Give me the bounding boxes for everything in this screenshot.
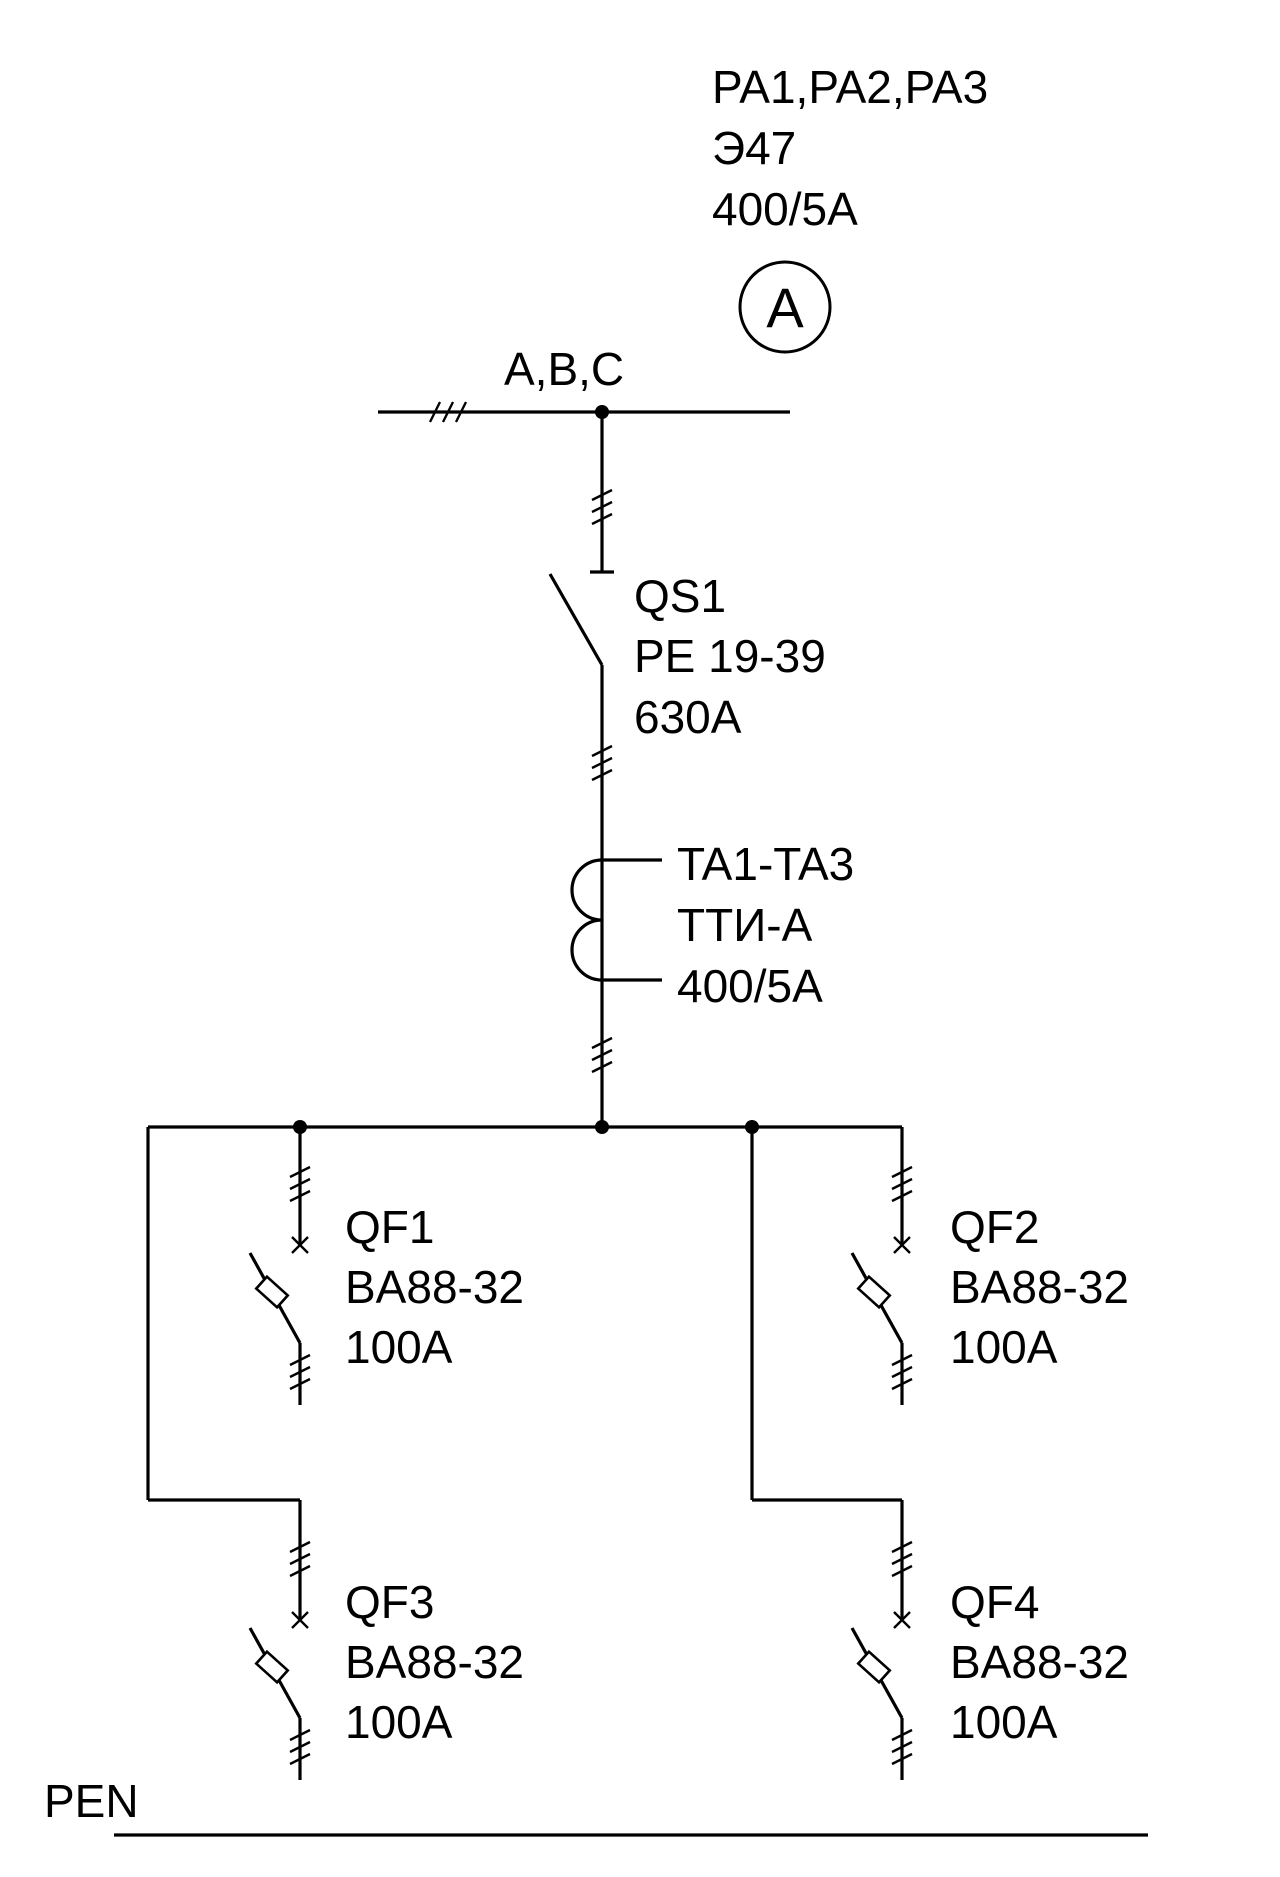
- junction-dot-main: [595, 1120, 609, 1134]
- ct-coil-lower-icon: [570, 918, 603, 982]
- breaker-rating: 100A: [950, 1321, 1058, 1373]
- breaker-upper-ticks-icon: [891, 1540, 913, 1578]
- main-feeder: [548, 412, 662, 1127]
- breaker-release-icon: [856, 1649, 892, 1685]
- ammeter-type: Э47: [712, 122, 796, 174]
- disconnector-blade-icon: [548, 573, 604, 666]
- breaker-rating: 100A: [950, 1696, 1058, 1748]
- breaker-upper-ticks-icon: [891, 1165, 913, 1203]
- ct-type: ТТИ-А: [677, 899, 813, 951]
- ammeter: PA1,PA2,PA3 Э47 400/5A A: [712, 61, 988, 354]
- ct-coil-upper-icon: [570, 858, 603, 922]
- disconnector-type: PE 19-39: [634, 630, 826, 682]
- ammeter-icon: [738, 260, 832, 354]
- bus-phases-label: A,B,C: [504, 343, 624, 395]
- breaker-lower-ticks-icon: [891, 1353, 913, 1391]
- distribution-bus: [146, 1120, 904, 1502]
- pen-conductor: PEN: [44, 1775, 1148, 1837]
- breaker-rating: 100A: [345, 1696, 453, 1748]
- ct-designation: TA1-TA3: [677, 838, 854, 890]
- breaker-lower-ticks-icon: [891, 1728, 913, 1766]
- breaker-upper-ticks-icon: [289, 1165, 311, 1203]
- pen-label: PEN: [44, 1775, 139, 1827]
- breaker-designation: QF2: [950, 1201, 1039, 1253]
- breaker-type: BA88-32: [345, 1261, 524, 1313]
- disconnector-labels: QS1 PE 19-39 630A: [634, 570, 826, 743]
- feeder-ticks-3-icon: [591, 1036, 613, 1074]
- breaker-designation: QF4: [950, 1576, 1039, 1628]
- breaker-type: BA88-32: [345, 1636, 524, 1688]
- breaker-lower-ticks-icon: [289, 1353, 311, 1391]
- breaker-lower-ticks-icon: [289, 1728, 311, 1766]
- breaker-release-icon: [254, 1274, 290, 1310]
- ct-ratio: 400/5A: [677, 960, 823, 1012]
- bus-three-phase-ticks-icon: [428, 401, 468, 423]
- breaker-designation: QF1: [345, 1201, 434, 1253]
- circuit-breakers: QF1BA88-32100AQF2BA88-32100AQF3BA88-3210…: [248, 1127, 1129, 1780]
- ammeter-symbol: A: [766, 276, 804, 339]
- feeder-ticks-2-icon: [591, 744, 613, 782]
- feeder-ticks-1-icon: [591, 488, 613, 526]
- breaker-designation: QF3: [345, 1576, 434, 1628]
- ammeter-rating: 400/5A: [712, 183, 858, 235]
- breaker-release-icon: [856, 1274, 892, 1310]
- disconnector-designation: QS1: [634, 570, 726, 622]
- breaker-type: BA88-32: [950, 1636, 1129, 1688]
- incoming-bus: A,B,C: [378, 343, 790, 423]
- ct-labels: TA1-TA3 ТТИ-А 400/5A: [677, 838, 854, 1012]
- breaker-type: BA88-32: [950, 1261, 1129, 1313]
- breaker-upper-ticks-icon: [289, 1540, 311, 1578]
- ammeter-designation: PA1,PA2,PA3: [712, 61, 988, 113]
- disconnector-rating: 630A: [634, 691, 742, 743]
- breaker-release-icon: [254, 1649, 290, 1685]
- breaker-rating: 100A: [345, 1321, 453, 1373]
